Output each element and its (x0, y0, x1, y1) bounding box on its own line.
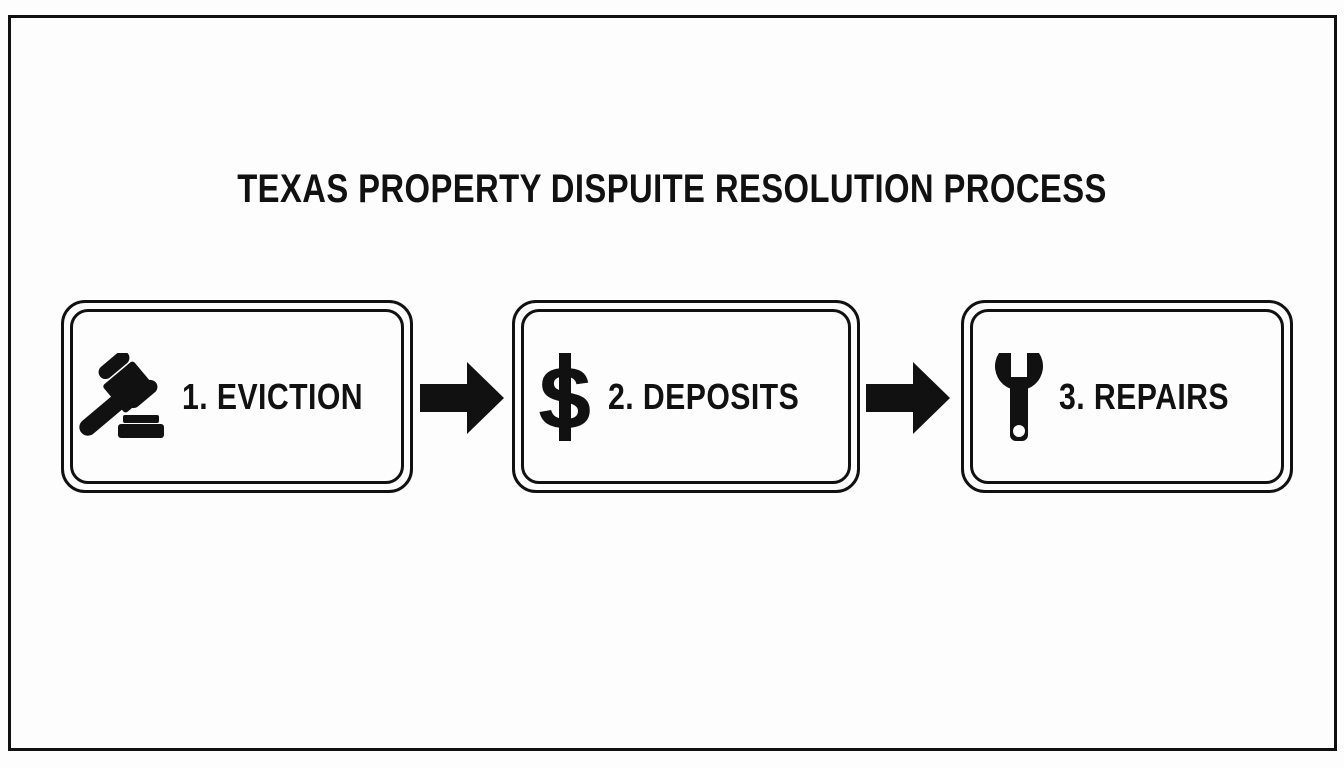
step-3-label: 3. REPAIRS (1058, 375, 1229, 417)
page-title: TEXAS PROPERTY DISPUITE RESOLUTION PROCE… (237, 167, 1107, 211)
step-2-label: 2. DEPOSITS (608, 375, 800, 417)
wrench-icon (994, 352, 1043, 441)
svg-text:S: S (537, 353, 593, 441)
step-content: S 2. DEPOSITS (515, 303, 857, 490)
dollar-sign-icon: S (537, 352, 593, 441)
step-inner-border (70, 309, 404, 484)
arrow-right-icon (866, 362, 950, 434)
process-step-1[interactable]: 1. EVICTION (61, 300, 413, 493)
process-flow-diagram: 1. EVICTION S 2. DEPOSITS (0, 300, 1344, 495)
step-inner-border (521, 309, 851, 484)
process-step-2[interactable]: S 2. DEPOSITS (512, 300, 860, 493)
gavel-icon (79, 352, 165, 438)
step-1-label: 1. EVICTION (182, 375, 364, 417)
process-step-3[interactable]: 3. REPAIRS (961, 300, 1293, 493)
step-inner-border (970, 309, 1284, 484)
step-content: 1. EVICTION (64, 303, 410, 490)
step-content: 3. REPAIRS (964, 303, 1290, 490)
arrow-right-icon (420, 362, 504, 434)
